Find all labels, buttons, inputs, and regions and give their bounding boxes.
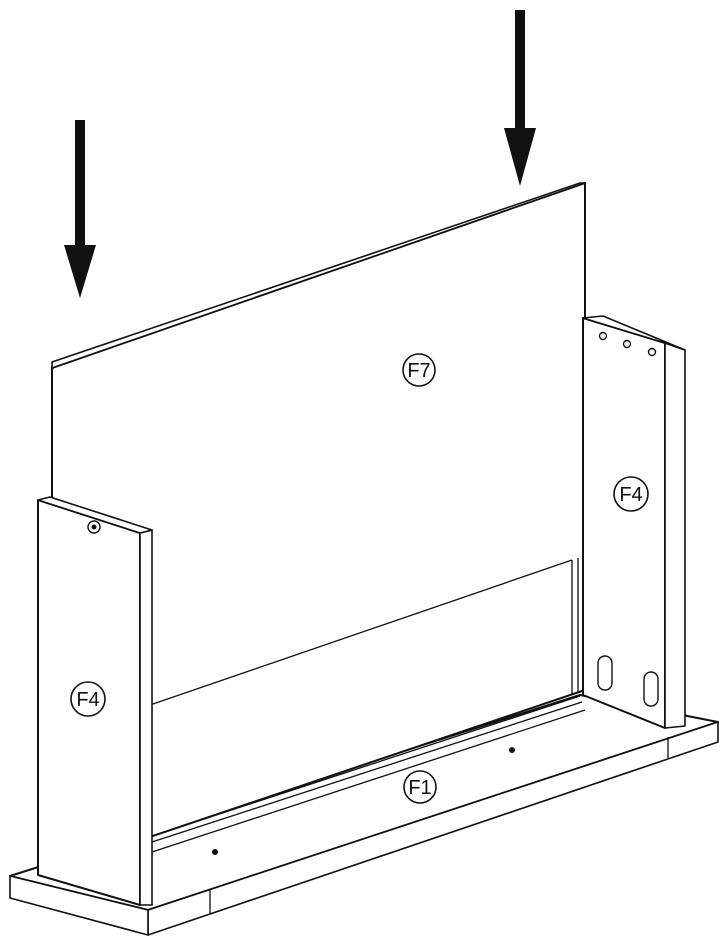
label-f4-right: F4 <box>613 476 649 512</box>
right-panel-top-hole-3 <box>647 347 657 357</box>
base-board-f1 <box>9 687 719 936</box>
right-panel-top-hole-2 <box>622 339 632 349</box>
label-f7: F7 <box>402 353 436 387</box>
right-side-panel-f4 <box>582 315 686 729</box>
label-f4-left-text: F4 <box>76 689 99 711</box>
label-f1-text: F1 <box>408 777 431 799</box>
label-f7-text: F7 <box>407 360 430 382</box>
right-panel-top-hole-1 <box>598 331 608 341</box>
label-f4-right-text: F4 <box>619 484 642 506</box>
left-down-arrow <box>64 120 96 298</box>
right-panel-slot-2 <box>643 671 659 707</box>
label-f1: F1 <box>403 770 437 804</box>
base-hole-right <box>509 747 515 753</box>
right-panel-slot-1 <box>597 655 613 691</box>
base-hole-left <box>212 849 218 855</box>
right-down-arrow <box>504 10 536 186</box>
label-f4-left: F4 <box>70 681 106 717</box>
